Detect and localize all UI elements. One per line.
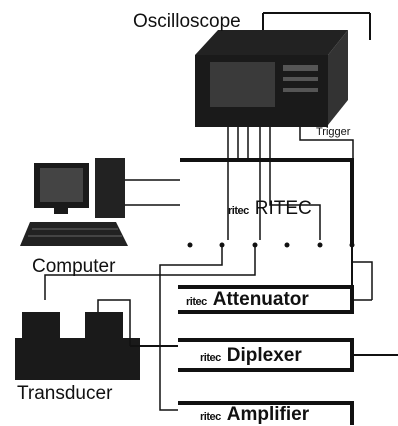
oscilloscope-label: Oscilloscope xyxy=(133,11,241,32)
computer-device xyxy=(20,158,128,246)
transducer-label: Transducer xyxy=(17,383,113,404)
ritec-module-label: ritec RITEC xyxy=(228,198,312,220)
ritec-logo-icon: ritec xyxy=(228,205,249,217)
amplifier-box xyxy=(178,401,354,425)
connector-dot xyxy=(317,242,323,248)
computer-label: Computer xyxy=(32,256,116,277)
attenuator-text: Attenuator xyxy=(212,289,309,310)
oscilloscope-device xyxy=(195,30,348,127)
ritec-text: RITEC xyxy=(254,198,312,219)
trigger-label: Trigger xyxy=(316,126,351,138)
amplifier-text: Amplifier xyxy=(226,404,310,425)
connector-dot xyxy=(284,242,290,248)
amplifier-module-label: ritec Amplifier xyxy=(200,404,309,426)
amplifier-logo-icon: ritec xyxy=(200,411,221,423)
diplexer-text: Diplexer xyxy=(226,345,302,366)
ritec-box xyxy=(180,158,354,245)
connector-dot xyxy=(187,242,193,248)
diplexer-module-label: ritec Diplexer xyxy=(200,345,302,367)
attenuator-module-label: ritec Attenuator xyxy=(186,289,309,311)
diplexer-logo-icon: ritec xyxy=(200,352,221,364)
attenuator-logo-icon: ritec xyxy=(186,296,207,308)
transducer-device xyxy=(15,299,140,380)
